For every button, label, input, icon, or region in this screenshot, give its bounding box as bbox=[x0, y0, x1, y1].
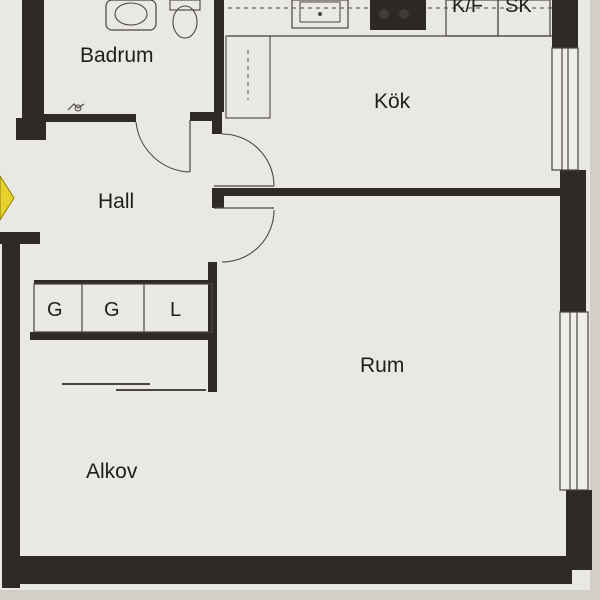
wall-left-lower-vert bbox=[2, 232, 20, 588]
appliance-label-sk: SK bbox=[505, 0, 532, 17]
wall-left-upper bbox=[22, 0, 44, 138]
room-label-rum: Rum bbox=[360, 354, 404, 377]
kitchen-sink-icon bbox=[291, 0, 349, 29]
wall-kitchen-living bbox=[218, 188, 560, 196]
entry-arrow-icon bbox=[0, 175, 15, 221]
wall-hall-kitchen-stub bbox=[212, 112, 222, 134]
room-label-hall: Hall bbox=[98, 190, 134, 213]
wall-left-hall bbox=[16, 118, 46, 140]
wall-alcove-top bbox=[30, 332, 212, 340]
window-living-room bbox=[559, 311, 589, 491]
door-living-swing bbox=[221, 209, 275, 263]
wall-bathroom-bottom-right bbox=[190, 112, 220, 121]
stove-icon bbox=[370, 0, 426, 30]
wall-right-mid bbox=[560, 170, 586, 312]
wall-hall-living-stub bbox=[212, 188, 224, 208]
wall-right-top bbox=[552, 0, 578, 48]
sliding-door-alcove bbox=[62, 383, 206, 391]
floor-drain-icon bbox=[67, 103, 85, 112]
wall-closet-top bbox=[34, 280, 212, 284]
room-label-badrum: Badrum bbox=[80, 44, 154, 67]
cabinet-sk bbox=[497, 0, 551, 37]
appliance-label-kf: K/F bbox=[452, 0, 483, 17]
window-kitchen bbox=[551, 47, 579, 171]
sink-icon bbox=[105, 0, 157, 31]
wall-right-low bbox=[566, 490, 592, 570]
paper-shadow-bottom bbox=[0, 590, 600, 600]
wall-bottom bbox=[2, 556, 572, 584]
closet-label-l: L bbox=[170, 299, 181, 321]
door-kitchen-swing bbox=[221, 133, 275, 187]
wall-bathroom-bottom-left bbox=[40, 114, 136, 122]
door-bathroom-swing bbox=[135, 121, 191, 173]
toilet-icon bbox=[169, 0, 201, 39]
closet-row bbox=[33, 283, 213, 333]
closet-label-g1: G bbox=[47, 299, 63, 321]
wall-bathroom-right bbox=[214, 0, 224, 112]
closet-label-g2: G bbox=[104, 299, 120, 321]
room-label-kok: Kök bbox=[374, 90, 411, 113]
room-label-alkov: Alkov bbox=[86, 460, 138, 483]
paper-shadow-right bbox=[590, 0, 600, 600]
